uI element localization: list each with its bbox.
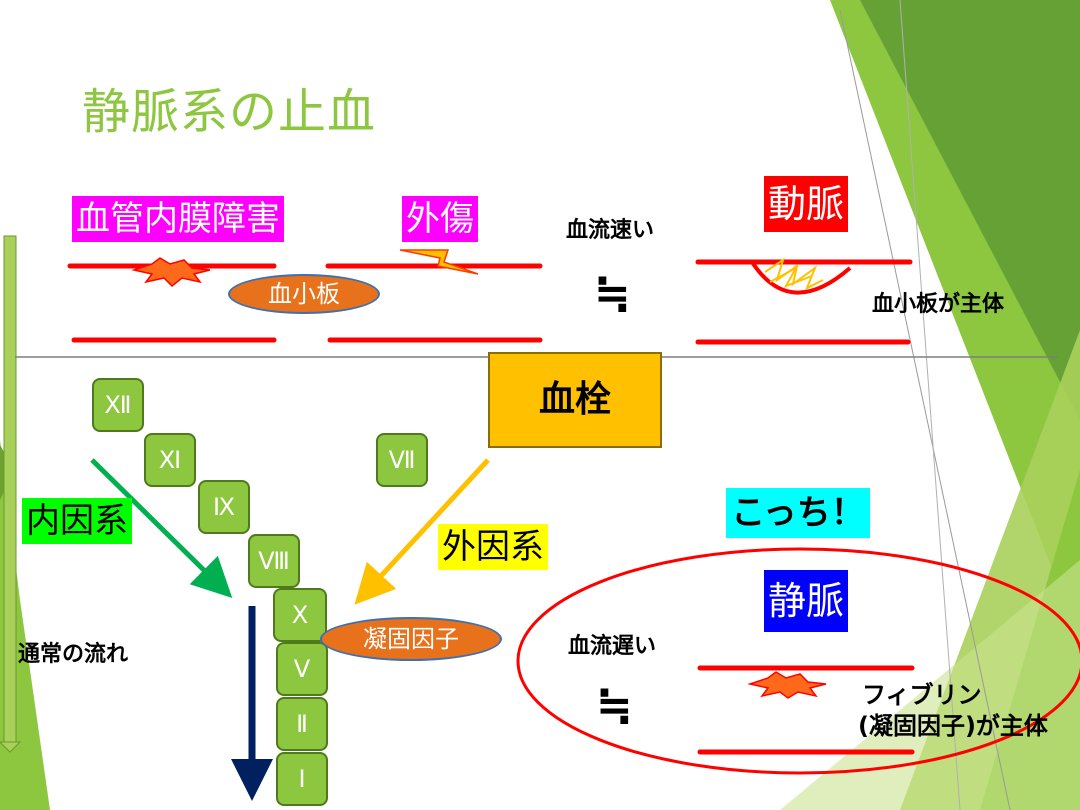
fibrin-label-line1: フィブリン (862, 681, 982, 709)
artery-platelet-plug (750, 257, 852, 295)
factor-xii: Ⅻ (92, 378, 144, 432)
extrinsic-label: 外因系 (438, 524, 548, 570)
factor-viii: Ⅷ (248, 534, 300, 588)
top-vessel-lines (67, 259, 913, 345)
thrombus-box: 血栓 (488, 352, 662, 448)
intrinsic-arrow (90, 458, 233, 599)
approx-symbol-bottom: ≒ (596, 680, 633, 731)
factor-xi: Ⅺ (144, 433, 196, 487)
vein-label: 静脈 (764, 570, 849, 632)
trauma-lightning (399, 249, 479, 275)
extrinsic-arrow (354, 458, 490, 605)
factor-x: Ⅹ (273, 588, 327, 642)
factor-ii: Ⅱ (276, 697, 328, 751)
vein-highlight-ellipse (516, 547, 1080, 775)
normal-flow-label: 通常の流れ (18, 642, 129, 667)
endothelial-damage-burst (131, 257, 211, 288)
left-green-decoration (0, 235, 50, 810)
intrinsic-label: 内因系 (22, 498, 132, 544)
trauma-label: 外傷 (402, 196, 478, 242)
fast-flow-label: 血流速い (566, 218, 655, 243)
vein-vessel-lines (697, 665, 915, 755)
page-title: 静脈系の止血 (82, 84, 377, 140)
approx-symbol-top: ≒ (594, 268, 631, 319)
platelet-ellipse: 血小板 (228, 274, 380, 314)
fibrin-label-line2: (凝固因子)が主体 (858, 712, 1048, 740)
factor-vii: Ⅶ (376, 433, 428, 487)
factor-i: Ⅰ (276, 752, 328, 806)
factor-ix: Ⅸ (198, 480, 250, 534)
vein-damage-burst (747, 671, 827, 699)
platelet-main-label: 血小板が主体 (872, 292, 1005, 317)
this-one-label: こっち！ (726, 488, 870, 538)
slow-flow-label: 血流遅い (568, 634, 657, 659)
factor-v: Ⅴ (276, 642, 328, 696)
endothelial-damage-label: 血管内膜障害 (72, 196, 284, 242)
artery-label: 動脈 (764, 176, 849, 232)
coagulation-factor-ellipse: 凝固因子 (320, 617, 502, 661)
green-corner-decoration (780, 0, 1080, 810)
